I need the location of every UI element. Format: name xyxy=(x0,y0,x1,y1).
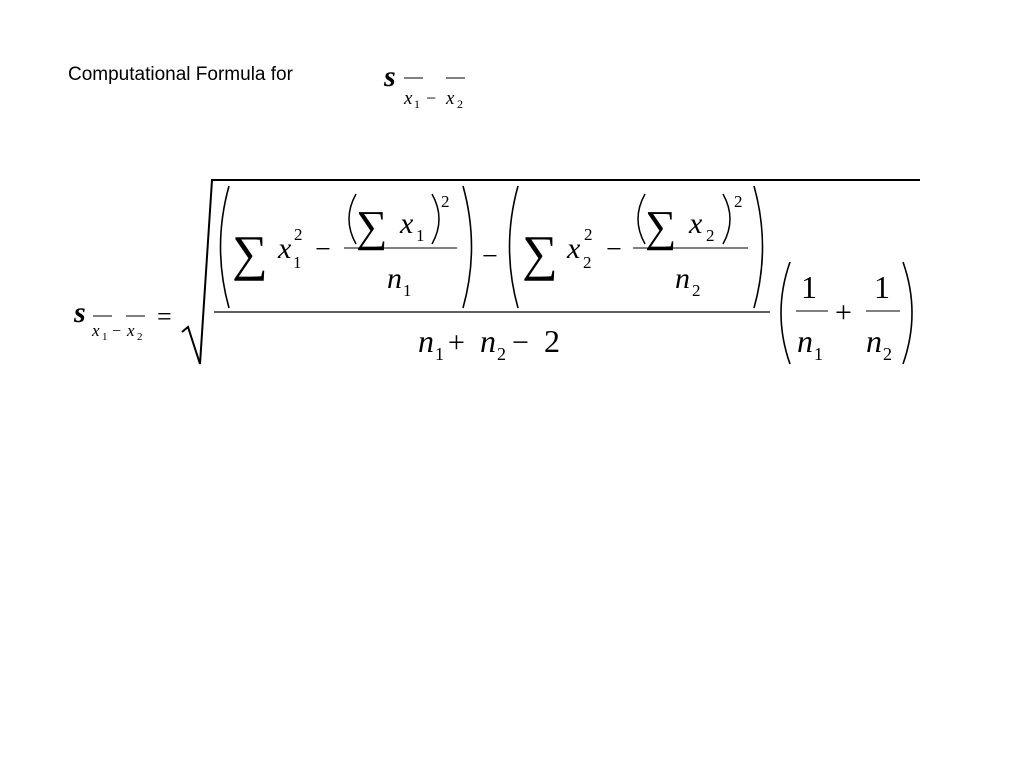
svg-text:1: 1 xyxy=(416,226,425,245)
svg-text:1: 1 xyxy=(414,97,420,111)
svg-text:x: x xyxy=(399,207,414,240)
svg-text:+: + xyxy=(835,296,852,329)
svg-text:1: 1 xyxy=(102,331,108,343)
pooled-denominator: n 1 + n 2 − 2 xyxy=(418,323,560,364)
svg-text:2: 2 xyxy=(734,192,743,211)
svg-text:x: x xyxy=(403,88,413,109)
svg-text:−: − xyxy=(315,234,331,265)
svg-text:n: n xyxy=(387,262,402,295)
svg-text:1: 1 xyxy=(435,344,444,364)
slide-title: Computational Formula for xyxy=(68,64,293,85)
svg-text:−: − xyxy=(606,234,622,265)
title-s-symbol: s x 1 − x 2 xyxy=(383,60,465,111)
svg-text:s: s xyxy=(73,296,86,329)
sum-of-squares-group-2: ∑ x 2 2 − ∑ x 2 2 n 2 xyxy=(508,185,764,309)
svg-text:1: 1 xyxy=(801,269,817,305)
svg-text:s: s xyxy=(383,60,396,93)
numerator-minus: − xyxy=(482,241,498,272)
formula-lhs: s x 1 − x 2 = xyxy=(73,296,172,343)
svg-text:∑: ∑ xyxy=(645,202,676,251)
svg-text:2: 2 xyxy=(497,344,506,364)
svg-text:n: n xyxy=(797,323,813,359)
svg-text:=: = xyxy=(157,302,172,331)
svg-text:x: x xyxy=(277,232,292,265)
svg-text:2: 2 xyxy=(883,344,892,364)
svg-text:2: 2 xyxy=(706,226,715,245)
svg-text:x: x xyxy=(566,232,581,265)
svg-text:2: 2 xyxy=(692,281,701,300)
svg-text:+: + xyxy=(448,326,465,359)
svg-text:2: 2 xyxy=(137,331,143,343)
svg-text:n: n xyxy=(866,323,882,359)
svg-text:2: 2 xyxy=(441,192,450,211)
sum-of-squares-group-1: ∑ x 2 1 − ∑ x 1 2 n 1 xyxy=(219,185,473,309)
svg-text:∑: ∑ xyxy=(522,225,558,281)
svg-text:∑: ∑ xyxy=(356,202,387,251)
svg-text:−: − xyxy=(426,88,436,108)
svg-text:x: x xyxy=(91,321,100,340)
svg-text:−: − xyxy=(512,326,529,359)
svg-text:1: 1 xyxy=(293,253,302,272)
svg-text:2: 2 xyxy=(294,225,303,244)
svg-text:1: 1 xyxy=(874,269,890,305)
square-root-sign xyxy=(181,179,920,365)
svg-text:n: n xyxy=(675,262,690,295)
svg-text:x: x xyxy=(688,207,703,240)
svg-text:1: 1 xyxy=(403,281,412,300)
svg-text:x: x xyxy=(445,88,455,109)
svg-text:1: 1 xyxy=(814,344,823,364)
svg-text:x: x xyxy=(126,321,135,340)
svg-text:−: − xyxy=(112,323,121,340)
svg-text:n: n xyxy=(418,323,434,359)
svg-text:n: n xyxy=(480,323,496,359)
svg-text:2: 2 xyxy=(457,97,463,111)
svg-text:∑: ∑ xyxy=(232,225,268,281)
reciprocal-sum-factor: 1 n 1 + 1 n 2 xyxy=(780,261,913,365)
svg-text:2: 2 xyxy=(584,225,593,244)
svg-text:2: 2 xyxy=(583,253,592,272)
svg-text:2: 2 xyxy=(544,323,560,359)
